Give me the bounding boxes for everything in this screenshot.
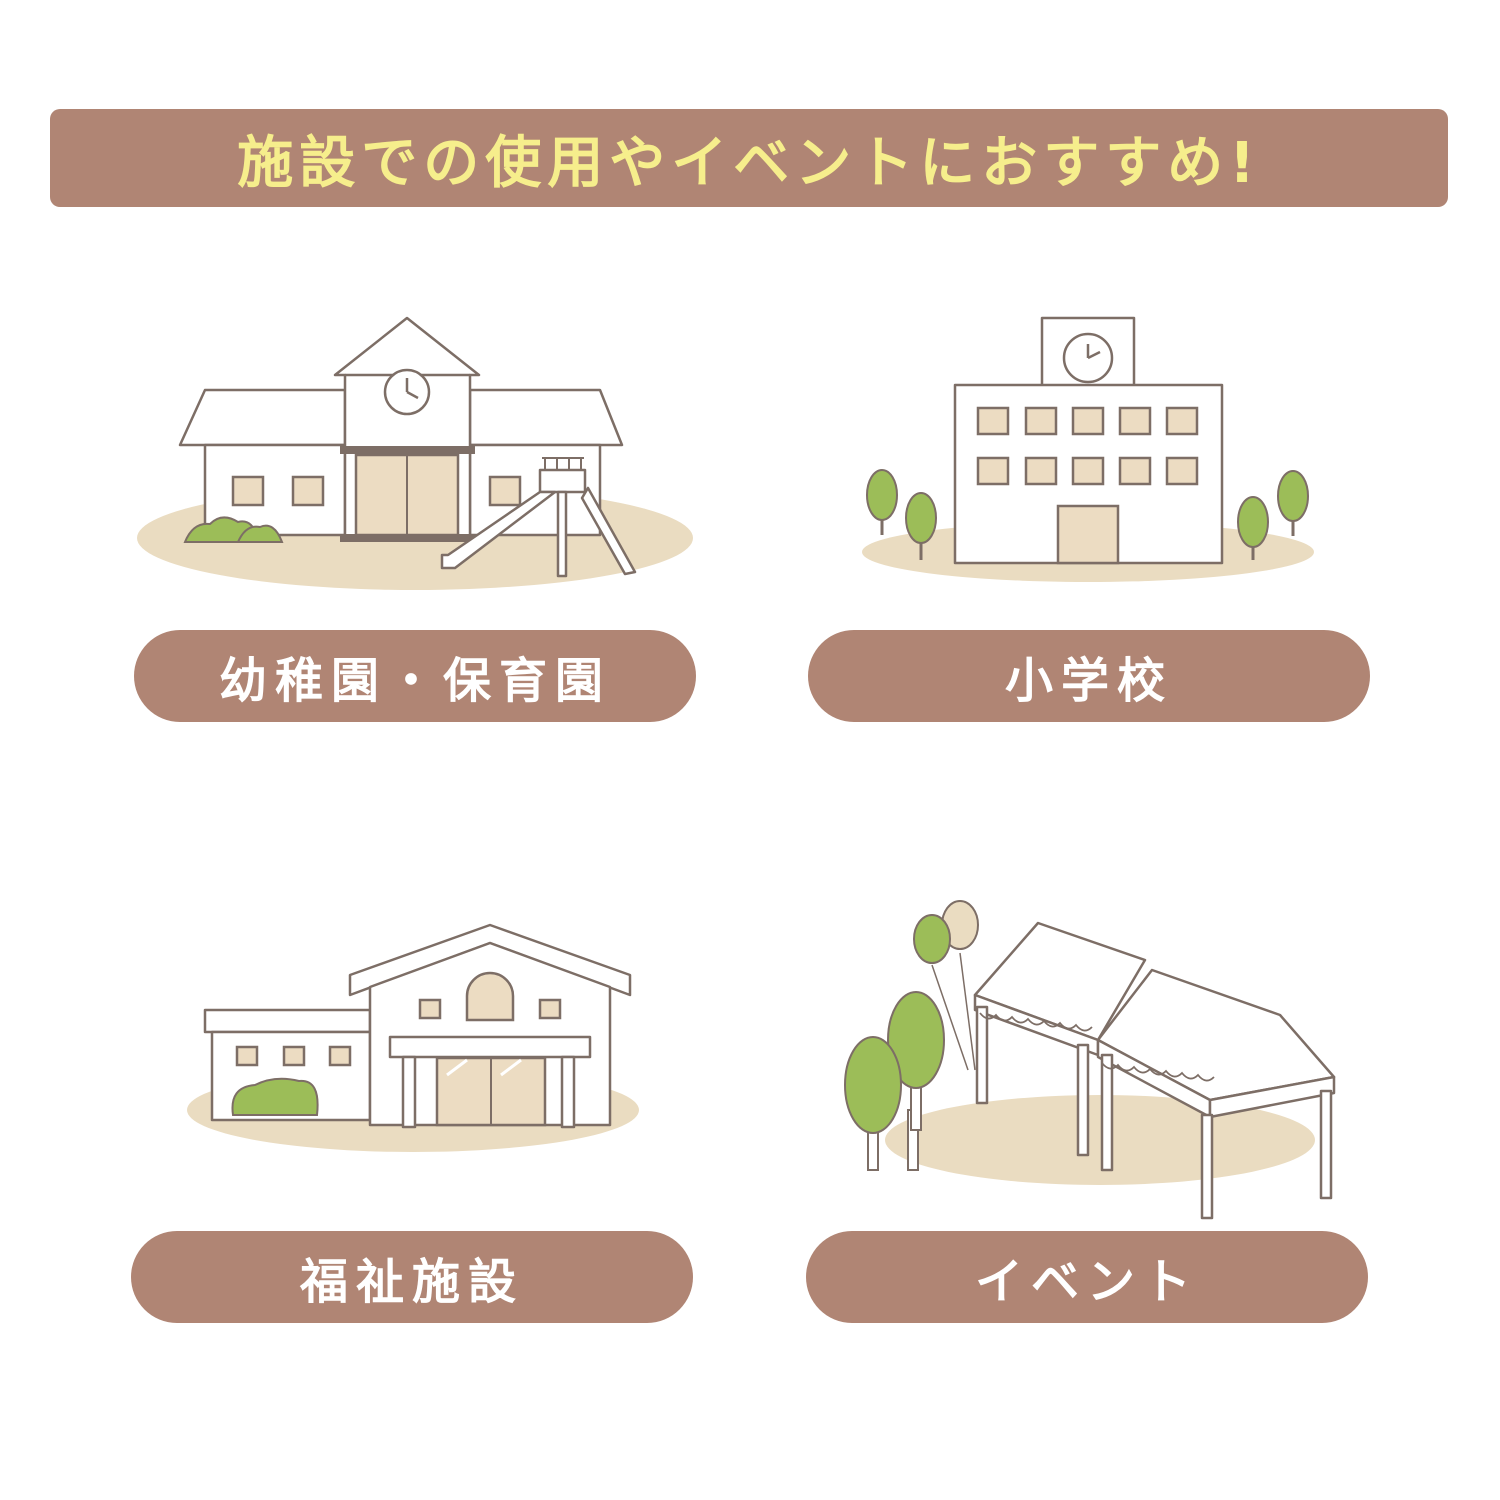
pill-elementary-school: 小学校 (808, 630, 1370, 722)
label-welfare-facility: 福祉施設 (299, 1254, 524, 1310)
header-banner: 施設での使用やイベントにおすすめ! (50, 109, 1448, 207)
school-illustration (862, 316, 1314, 582)
kindergarten-illustration (137, 316, 693, 590)
label-elementary-school: 小学校 (1004, 653, 1173, 709)
label-kindergarten: 幼稚園・保育園 (218, 653, 611, 709)
event-tent-illustration (844, 900, 1336, 1220)
pill-welfare-facility: 福祉施設 (131, 1231, 693, 1323)
welfare-facility-illustration (187, 923, 639, 1152)
label-event: イベント (974, 1254, 1199, 1310)
pill-kindergarten: 幼稚園・保育園 (134, 630, 696, 722)
banner-title: 施設での使用やイベントにおすすめ! (237, 130, 1261, 196)
pill-event: イベント (806, 1231, 1368, 1323)
